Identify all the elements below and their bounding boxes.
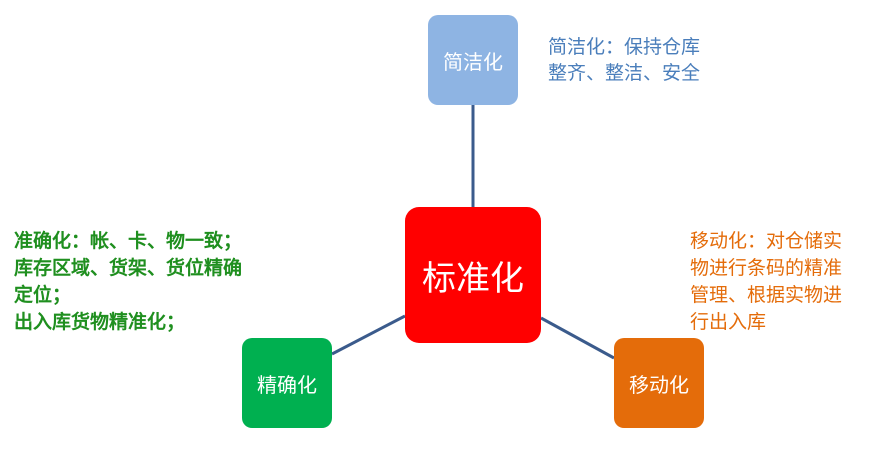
note-line: 出入库货物精准化； xyxy=(14,311,186,333)
connector-right xyxy=(540,316,615,360)
note-simplify: 简洁化：保持仓库整齐、整洁、安全 xyxy=(548,34,700,86)
note-precise: 准确化：帐、卡、物一致； 库存区域、货架、货位精确定位； 出入库货物精准化； xyxy=(14,228,242,336)
note-line: 准确化：帐、卡、物一致； xyxy=(14,230,243,252)
node-precise: 精确化 xyxy=(242,338,332,428)
note-line: 行出入库 xyxy=(690,311,767,333)
connector-left xyxy=(331,314,406,356)
note-line: 管理、根据实物进 xyxy=(690,284,843,306)
note-line: 整齐、整洁、安全 xyxy=(548,62,701,84)
note-line: 物进行条码的精准 xyxy=(690,257,843,279)
note-mobile: 移动化：对仓储实物进行条码的精准管理、根据实物进行出入库 xyxy=(690,228,842,336)
note-line: 简洁化：保持仓库 xyxy=(548,36,701,58)
note-line: 定位； xyxy=(14,284,72,306)
node-simplify: 简洁化 xyxy=(428,15,518,105)
node-mobile: 移动化 xyxy=(614,338,704,428)
note-line: 移动化：对仓储实 xyxy=(690,230,843,252)
center-node: 标准化 xyxy=(405,207,541,343)
note-line: 库存区域、货架、货位精确 xyxy=(14,257,243,279)
